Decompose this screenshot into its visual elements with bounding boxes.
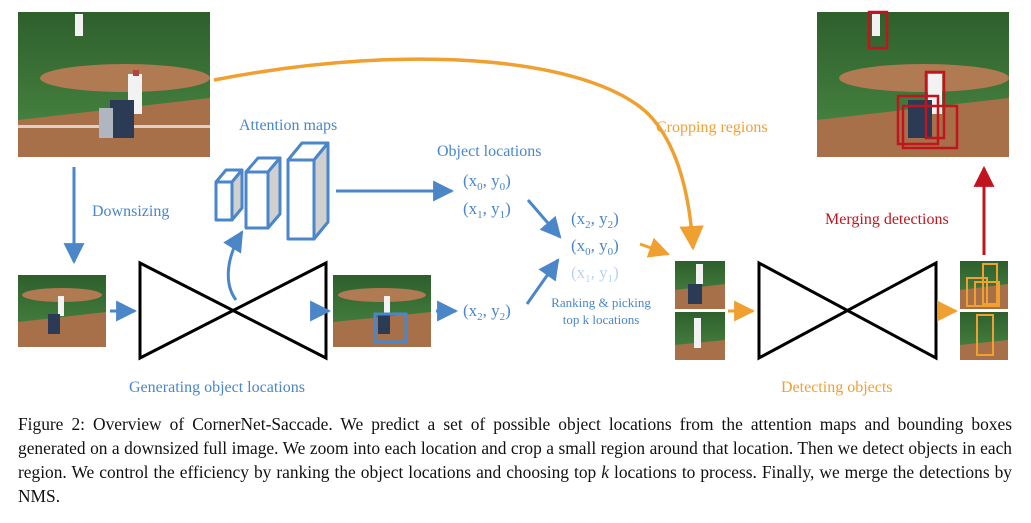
downsized-image bbox=[18, 275, 106, 347]
caption-k: k bbox=[601, 462, 609, 482]
object-location-2: (x2, y2) bbox=[463, 301, 511, 323]
ranked-location-2: (x0, y0) bbox=[571, 236, 619, 258]
to-crops-arrow bbox=[639, 237, 670, 258]
cropping-regions-label: Cropping regions bbox=[656, 119, 768, 136]
ranked-location-1: (x2, y2) bbox=[571, 209, 619, 231]
ranking-label-line1: Ranking & picking bbox=[551, 295, 651, 310]
attention-maps-boxes bbox=[214, 141, 330, 241]
caption-text-1: Figure 2: Overview of CornerNet-Saccade.… bbox=[18, 414, 1012, 482]
predicted-bbox bbox=[373, 312, 408, 344]
cornernet-saccade-diagram: Downsizing Attention maps Obje bbox=[18, 10, 1009, 396]
ranking-arrow-bottom bbox=[525, 258, 560, 305]
cropped-region-2 bbox=[675, 312, 725, 360]
generating-locations-label: Generating object locations bbox=[129, 379, 305, 396]
downsizing-label: Downsizing bbox=[92, 203, 169, 220]
ranking-arrow-top bbox=[526, 199, 562, 239]
input-image-full bbox=[18, 12, 210, 157]
bbox-output-image bbox=[333, 275, 431, 347]
attention-maps-label: Attention maps bbox=[239, 117, 337, 134]
object-location-1: (x1, y1) bbox=[463, 199, 511, 221]
object-location-0: (x0, y0) bbox=[463, 171, 511, 193]
detection-crop-1 bbox=[960, 261, 1008, 309]
hourglass-network-2 bbox=[757, 260, 938, 361]
to-attention-maps-arrow bbox=[223, 230, 244, 301]
caption-text-2: locations to process. Finally, we merge … bbox=[18, 462, 1012, 506]
cropped-region-1 bbox=[675, 261, 725, 309]
object-locations-label: Object locations bbox=[437, 143, 541, 160]
merging-detections-label: Merging detections bbox=[825, 211, 949, 228]
ranking-label-line2: top k locations bbox=[563, 312, 640, 327]
final-output-image bbox=[817, 10, 1009, 157]
detecting-objects-label: Detecting objects bbox=[781, 379, 893, 396]
figure-caption: Figure 2: Overview of CornerNet-Saccade.… bbox=[18, 412, 1012, 508]
hourglass-network-1 bbox=[138, 260, 328, 361]
detection-crop-2 bbox=[960, 312, 1008, 360]
ranked-location-3-discarded: (x1, y1) bbox=[571, 263, 619, 285]
cropping-curve-arrow bbox=[213, 57, 704, 251]
